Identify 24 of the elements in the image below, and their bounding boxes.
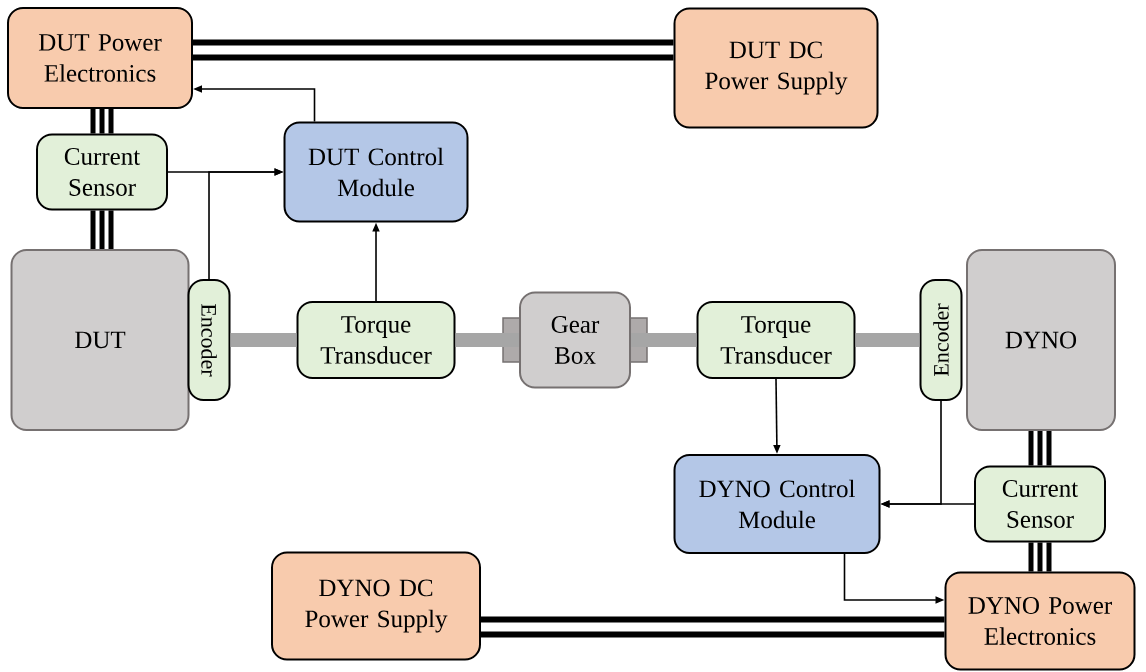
encoder-box: Encoder: [187, 279, 231, 401]
power-cable: [190, 39, 677, 61]
gearbox-drawing: Gear Box: [502, 291, 648, 389]
motor-box: DUT: [10, 249, 190, 431]
shaft: [230, 333, 297, 347]
torque-transducer-box: Torque Transducer: [696, 301, 856, 379]
power-supply-box: DUT DC Power Supply: [673, 7, 879, 129]
power-supply-box: DYNO DC Power Supply: [271, 551, 481, 661]
shaft: [631, 333, 697, 347]
power-cable: [478, 616, 948, 638]
power-cable: [1028, 428, 1052, 468]
power-electronics-box: DYNO Power Electronics: [944, 571, 1136, 671]
power-cable: [90, 106, 114, 136]
encoder-box: Encoder: [919, 279, 963, 401]
torque-transducer-box: Torque Transducer: [296, 301, 456, 379]
control-module-box: DUT Control Module: [283, 121, 469, 223]
power-electronics-box: DUT Power Electronics: [7, 7, 193, 109]
power-cable: [1028, 540, 1052, 574]
control-module-box: DYNO Control Module: [673, 454, 881, 554]
power-cable: [90, 208, 114, 252]
shaft: [855, 333, 920, 347]
current-sensor-box: Current Sensor: [974, 465, 1106, 543]
motor-box: DYNO: [966, 249, 1116, 431]
current-sensor-box: Current Sensor: [36, 133, 168, 211]
